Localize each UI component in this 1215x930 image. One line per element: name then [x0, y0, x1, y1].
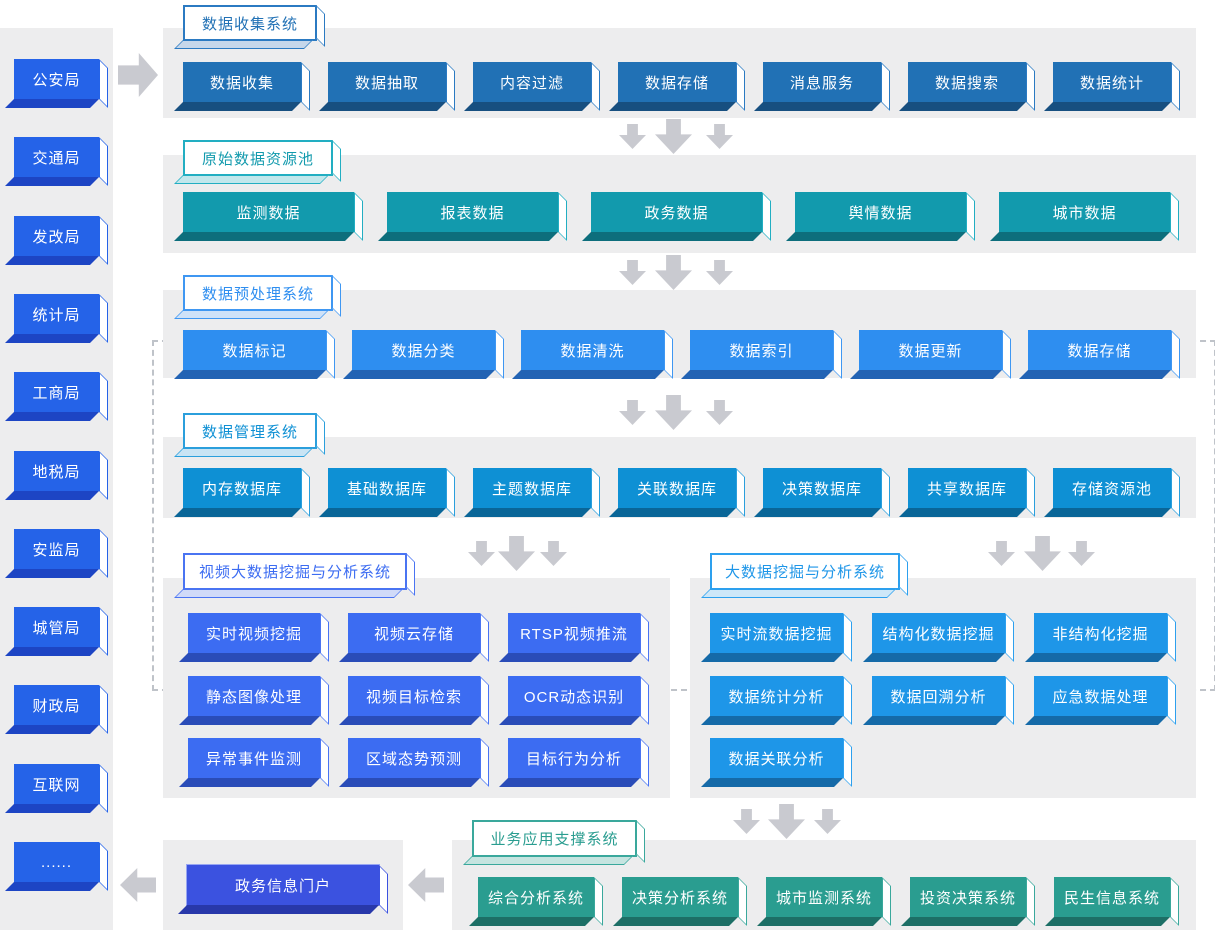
node-app-support: 决策分析系统	[622, 877, 738, 917]
node-collection: 数据抽取	[328, 62, 446, 102]
node-video-mining: 视频云存储	[348, 613, 480, 653]
source-item: 财政局	[14, 685, 99, 725]
node-data-mining: 数据统计分析	[710, 676, 843, 716]
down-arrow-icon	[733, 809, 760, 834]
node-video-mining: 静态图像处理	[188, 676, 320, 716]
section-title-data-mining: 大数据挖掘与分析系统	[710, 553, 900, 590]
section-title-raw-pool: 原始数据资源池	[183, 140, 333, 176]
node-raw-pool: 报表数据	[387, 192, 558, 232]
node-preprocess: 数据标记	[183, 330, 326, 370]
node-collection: 内容过滤	[473, 62, 591, 102]
node-raw-pool: 监测数据	[183, 192, 354, 232]
node-preprocess: 数据存储	[1028, 330, 1171, 370]
source-item: 交通局	[14, 137, 99, 177]
node-management: 共享数据库	[908, 468, 1026, 508]
node-video-mining: 视频目标检索	[348, 676, 480, 716]
node-collection: 数据统计	[1053, 62, 1171, 102]
node-preprocess: 数据索引	[690, 330, 833, 370]
node-video-mining: 异常事件监测	[188, 738, 320, 778]
node-data-mining: 应急数据处理	[1034, 676, 1167, 716]
down-arrow-icon	[619, 260, 646, 285]
node-data-mining: 非结构化挖掘	[1034, 613, 1167, 653]
source-item: 安监局	[14, 529, 99, 569]
down-arrow-icon	[706, 124, 733, 149]
down-arrow-icon	[706, 260, 733, 285]
section-title-video-mining: 视频大数据挖掘与分析系统	[183, 553, 407, 590]
node-preprocess: 数据分类	[352, 330, 495, 370]
node-collection: 数据收集	[183, 62, 301, 102]
node-management: 存储资源池	[1053, 468, 1171, 508]
source-item: 城管局	[14, 607, 99, 647]
node-app-support: 民生信息系统	[1054, 877, 1170, 917]
section-title-preprocess: 数据预处理系统	[183, 275, 333, 311]
node-collection: 数据存储	[618, 62, 736, 102]
source-item: 互联网	[14, 764, 99, 804]
node-data-mining: 数据回溯分析	[872, 676, 1005, 716]
portal-node: 政务信息门户	[186, 864, 380, 906]
node-video-mining: 目标行为分析	[508, 738, 640, 778]
left-arrow-icon	[408, 868, 444, 902]
source-item: 公安局	[14, 59, 99, 99]
node-management: 基础数据库	[328, 468, 446, 508]
node-preprocess: 数据清洗	[521, 330, 664, 370]
node-data-mining: 数据关联分析	[710, 738, 843, 778]
source-item: ......	[14, 842, 99, 882]
node-raw-pool: 舆情数据	[795, 192, 966, 232]
source-item: 发改局	[14, 216, 99, 256]
node-data-mining: 结构化数据挖掘	[872, 613, 1005, 653]
down-arrow-icon	[619, 124, 646, 149]
node-video-mining: 实时视频挖掘	[188, 613, 320, 653]
node-raw-pool: 政务数据	[591, 192, 762, 232]
node-collection: 数据搜索	[908, 62, 1026, 102]
node-app-support: 投资决策系统	[910, 877, 1026, 917]
left-arrow-icon	[120, 868, 156, 902]
node-data-mining: 实时流数据挖掘	[710, 613, 843, 653]
down-arrow-icon	[655, 119, 692, 154]
down-arrow-icon	[655, 255, 692, 290]
node-app-support: 城市监测系统	[766, 877, 882, 917]
node-management: 主题数据库	[473, 468, 591, 508]
node-collection: 消息服务	[763, 62, 881, 102]
section-title-collection: 数据收集系统	[183, 5, 317, 41]
source-item: 地税局	[14, 451, 99, 491]
section-title-management: 数据管理系统	[183, 413, 317, 449]
node-video-mining: RTSP视频推流	[508, 613, 640, 653]
node-management: 关联数据库	[618, 468, 736, 508]
node-preprocess: 数据更新	[859, 330, 1002, 370]
down-arrow-icon	[768, 804, 805, 839]
right-arrow-icon	[118, 53, 158, 97]
node-video-mining: OCR动态识别	[508, 676, 640, 716]
node-app-support: 综合分析系统	[478, 877, 594, 917]
source-item: 统计局	[14, 294, 99, 334]
section-title-app-support: 业务应用支撑系统	[472, 820, 637, 857]
node-management: 内存数据库	[183, 468, 301, 508]
down-arrow-icon	[814, 809, 841, 834]
node-management: 决策数据库	[763, 468, 881, 508]
node-video-mining: 区域态势预测	[348, 738, 480, 778]
node-raw-pool: 城市数据	[999, 192, 1170, 232]
source-item: 工商局	[14, 372, 99, 412]
